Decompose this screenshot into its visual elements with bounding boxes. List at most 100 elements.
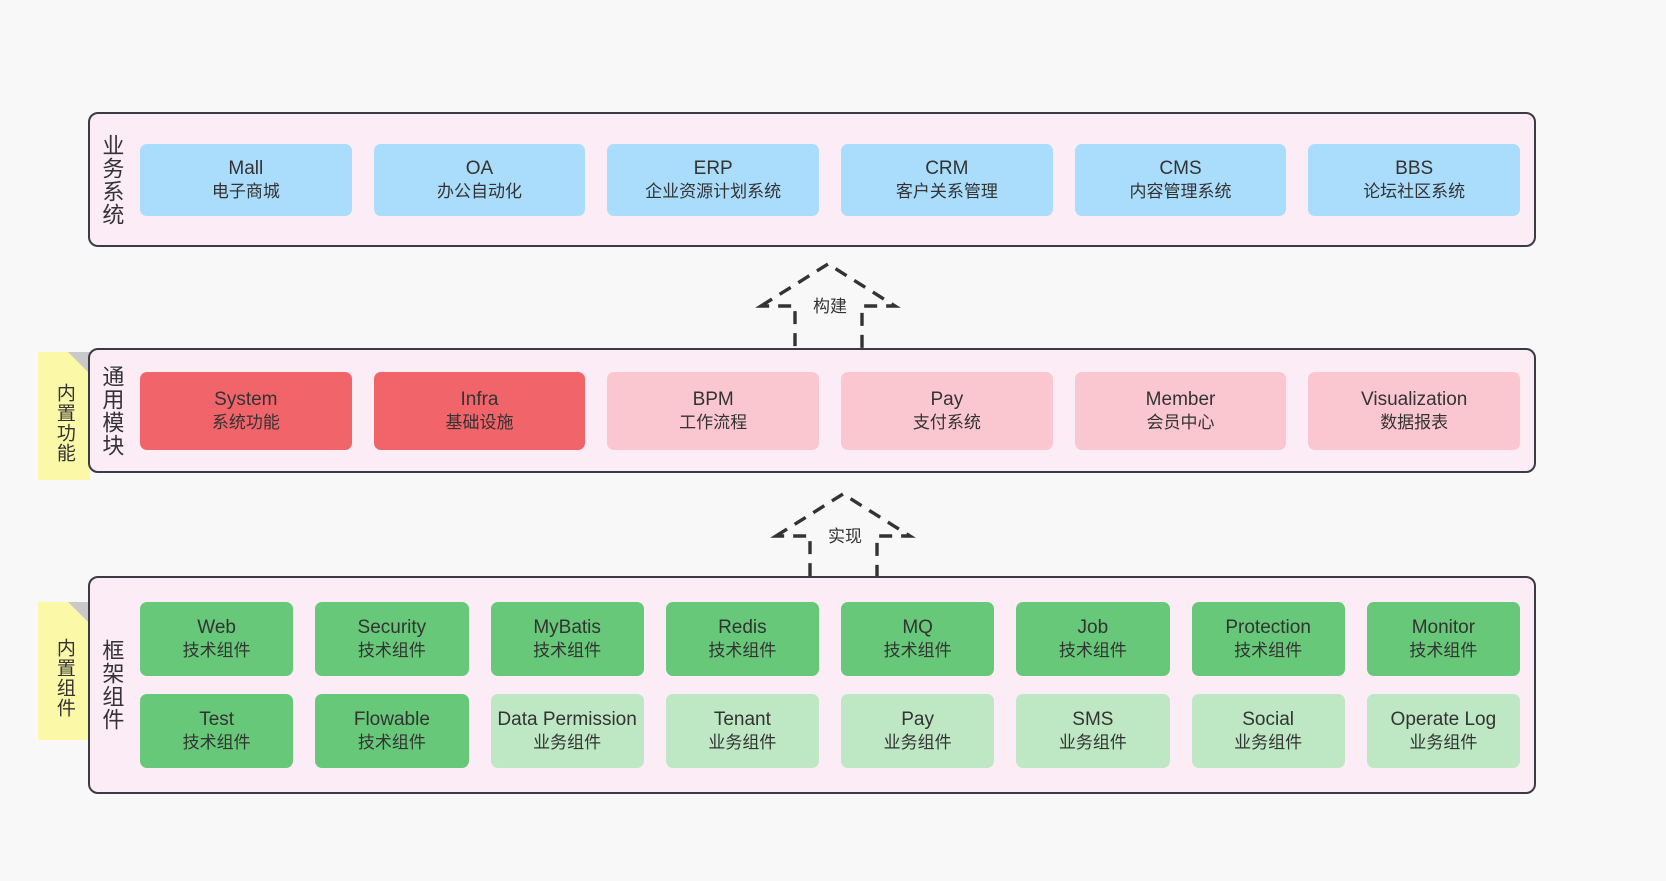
card-title: Redis [718,617,767,639]
card-test[interactable]: Test 技术组件 [140,694,294,768]
business-row-1: Mall 电子商城 OA 办公自动化 ERP 企业资源计划系统 CRM 客户关系… [140,143,1521,216]
card-oa[interactable]: OA 办公自动化 [373,143,586,216]
layer-body-framework: Web 技术组件 Security 技术组件 MyBatis 技术组件 Redi… [132,578,1534,792]
card-title: Social [1242,709,1294,731]
card-redis[interactable]: Redis 技术组件 [665,602,819,676]
card-title: Infra [460,388,499,410]
card-subtitle: 会员中心 [1146,412,1215,432]
card-mall[interactable]: Mall 电子商城 [140,143,352,216]
card-infra[interactable]: Infra 基础设施 [373,371,586,450]
card-cms[interactable]: CMS 内容管理系统 [1074,143,1287,216]
card-subtitle: 技术组件 [1058,641,1127,661]
card-title: Mall [228,157,264,179]
card-data-permission[interactable]: Data Permission 业务组件 [490,694,644,768]
card-title: SMS [1072,709,1114,731]
card-subtitle: 数据报表 [1380,412,1449,432]
framework-row-2: Test 技术组件 Flowable 技术组件 Data Permission … [140,694,1520,768]
card-subtitle: 技术组件 [533,641,602,661]
card-title: Test [199,709,235,731]
card-bbs[interactable]: BBS 论坛社区系统 [1308,143,1521,216]
note-label: 内置功能 [53,383,75,463]
card-subtitle: 技术组件 [357,733,426,753]
card-title: System [214,388,278,410]
connector-build-label: 构建 [813,297,847,316]
card-bpm[interactable]: BPM 工作流程 [607,371,820,450]
card-title: CRM [925,157,969,179]
card-subtitle: 支付系统 [912,412,981,432]
card-title: Data Permission [497,709,637,731]
card-tenant[interactable]: Tenant 业务组件 [665,694,819,768]
card-subtitle: 电子商城 [211,181,280,201]
card-subtitle: 技术组件 [1409,641,1478,661]
layer-title-framework: 框架组件 [99,639,125,731]
card-security[interactable]: Security 技术组件 [315,602,469,676]
card-title: OA [465,157,494,179]
card-title: Pay [901,709,934,731]
card-monitor[interactable]: Monitor 技术组件 [1366,602,1520,676]
card-title: Web [197,617,236,639]
card-crm[interactable]: CRM 客户关系管理 [841,143,1053,216]
card-member[interactable]: Member 会员中心 [1074,371,1287,450]
layer-common-modules: 通用模块 System 系统功能 Infra 基础设施 BPM 工作流程 Pay… [88,348,1536,473]
note-label: 内置组件 [53,638,75,718]
card-subtitle: 客户关系管理 [895,181,998,201]
card-subtitle: 基础设施 [445,412,514,432]
card-title: MyBatis [533,617,601,639]
layer-body-business: Mall 电子商城 OA 办公自动化 ERP 企业资源计划系统 CRM 客户关系… [132,114,1534,245]
card-operate-log[interactable]: Operate Log 业务组件 [1366,694,1520,768]
card-title: Monitor [1411,617,1476,639]
card-flowable[interactable]: Flowable 技术组件 [315,694,469,768]
card-subtitle: 业务组件 [1234,733,1303,753]
card-title: Flowable [353,709,430,731]
framework-row-1: Web 技术组件 Security 技术组件 MyBatis 技术组件 Redi… [140,602,1520,676]
card-subtitle: 业务组件 [1058,733,1127,753]
card-subtitle: 业务组件 [883,733,952,753]
note-fold-corner-icon [68,352,90,374]
note-built-in-features: 内置功能 [38,352,90,480]
card-title: Protection [1225,617,1311,639]
card-subtitle: 业务组件 [708,733,777,753]
card-subtitle: 企业资源计划系统 [645,181,782,201]
connector-implement-label: 实现 [828,527,862,546]
card-subtitle: 论坛社区系统 [1363,181,1466,201]
modules-row-1: System 系统功能 Infra 基础设施 BPM 工作流程 Pay 支付系统… [140,371,1521,450]
card-title: Tenant [713,709,771,731]
card-title: MQ [902,617,933,639]
card-subtitle: 技术组件 [182,733,251,753]
card-pay-module[interactable]: Pay 支付系统 [841,371,1053,450]
layer-body-modules: System 系统功能 Infra 基础设施 BPM 工作流程 Pay 支付系统… [132,350,1534,471]
note-fold-corner-icon [68,602,90,624]
card-subtitle: 系统功能 [211,412,280,432]
layer-business-systems: 业务系统 Mall 电子商城 OA 办公自动化 ERP 企业资源计划系统 CRM… [88,112,1536,247]
card-title: Job [1077,617,1109,639]
card-subtitle: 工作流程 [679,412,748,432]
card-title: Operate Log [1390,709,1497,731]
card-title: Security [357,617,427,639]
layer-framework-components: 框架组件 Web 技术组件 Security 技术组件 MyBatis 技术组件… [88,576,1536,794]
card-subtitle: 办公自动化 [437,181,522,201]
card-subtitle: 技术组件 [883,641,952,661]
connector-build-arrow-icon [745,254,925,354]
card-subtitle: 技术组件 [1234,641,1303,661]
card-mybatis[interactable]: MyBatis 技术组件 [490,602,644,676]
connector-implement-arrow-icon [760,484,940,584]
card-social[interactable]: Social 业务组件 [1191,694,1345,768]
card-sms[interactable]: SMS 业务组件 [1016,694,1170,768]
card-title: BPM [692,388,734,410]
card-visualization[interactable]: Visualization 数据报表 [1308,371,1521,450]
layer-title-business: 业务系统 [99,133,125,226]
card-subtitle: 技术组件 [357,641,426,661]
card-job[interactable]: Job 技术组件 [1016,602,1170,676]
card-subtitle: 技术组件 [708,641,777,661]
card-title: CMS [1159,157,1202,179]
card-mq[interactable]: MQ 技术组件 [841,602,995,676]
card-web[interactable]: Web 技术组件 [140,602,294,676]
card-pay-component[interactable]: Pay 业务组件 [841,694,995,768]
layer-title-modules: 通用模块 [99,364,125,457]
card-title: ERP [693,157,733,179]
card-subtitle: 业务组件 [533,733,602,753]
card-protection[interactable]: Protection 技术组件 [1191,602,1345,676]
card-system[interactable]: System 系统功能 [140,371,352,450]
card-erp[interactable]: ERP 企业资源计划系统 [607,143,820,216]
